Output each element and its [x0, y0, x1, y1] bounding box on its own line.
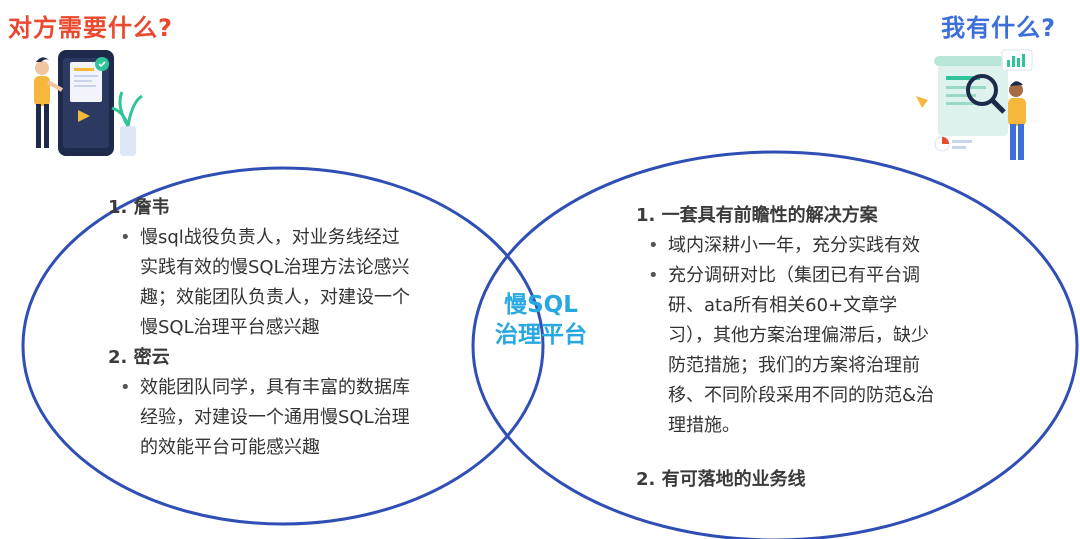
bullet-line: 习），其他方案治理偏滞后，缺少 — [668, 325, 929, 346]
bullet-line: 域内深耕小一年，充分实践有效 — [668, 235, 920, 256]
bullet-line: 的效能平台可能感兴趣 — [140, 437, 320, 458]
left-circle — [21, 166, 545, 526]
bullet-line: 研、ata所有相关60+文章学 — [668, 295, 898, 316]
bullet-line: 理措施。 — [668, 415, 740, 436]
bullet-line: 效能团队同学，具有丰富的数据库 — [140, 377, 410, 398]
bullet-line: 慢SQL治理平台感兴趣 — [140, 317, 320, 338]
left-heading: 对方需要什么? — [8, 14, 173, 42]
left-bullet: 效能团队同学，具有丰富的数据库 经验，对建设一个通用慢SQL治理 的效能平台可能… — [108, 373, 478, 463]
spacer — [636, 441, 1006, 465]
bullet-line: 经验，对建设一个通用慢SQL治理 — [140, 407, 410, 428]
right-bullet: 域内深耕小一年，充分实践有效 — [636, 231, 1006, 261]
phone-document-illustration — [34, 50, 143, 156]
center-label-line1: 慢SQL — [504, 292, 578, 318]
bullet-line: 充分调研对比（集团已有平台调 — [668, 265, 920, 286]
bullet-line: 移、不同阶段采用不同的防范&治 — [668, 385, 935, 406]
right-circle-content: 1. 一套具有前瞻性的解决方案 域内深耕小一年，充分实践有效 充分调研对比（集团… — [636, 201, 1006, 495]
right-circle — [471, 150, 1079, 539]
right-item-title: 1. 一套具有前瞻性的解决方案 — [636, 205, 878, 226]
right-bullet: 充分调研对比（集团已有平台调 研、ata所有相关60+文章学 习），其他方案治理… — [636, 261, 1006, 441]
bullet-line: 慢sql战役负责人，对业务线经过 — [140, 227, 400, 248]
report-magnifier-illustration — [916, 49, 1033, 160]
left-bullet: 慢sql战役负责人，对业务线经过 实践有效的慢SQL治理方法论感兴 趣；效能团队… — [108, 223, 478, 343]
right-item-title: 2. 有可落地的业务线 — [636, 469, 806, 490]
bullet-line: 实践有效的慢SQL治理方法论感兴 — [140, 257, 410, 278]
left-item-title: 1. 詹韦 — [108, 197, 170, 218]
left-circle-content: 1. 詹韦 慢sql战役负责人，对业务线经过 实践有效的慢SQL治理方法论感兴 … — [108, 193, 478, 463]
bullet-line: 防范措施；我们的方案将治理前 — [668, 355, 920, 376]
bullet-line: 趣；效能团队负责人，对建设一个 — [140, 287, 410, 308]
left-item-title: 2. 密云 — [108, 347, 170, 368]
center-overlap-label: 慢SQL 治理平台 — [471, 290, 611, 350]
center-label-line2: 治理平台 — [495, 322, 587, 348]
right-heading: 我有什么? — [941, 14, 1056, 42]
